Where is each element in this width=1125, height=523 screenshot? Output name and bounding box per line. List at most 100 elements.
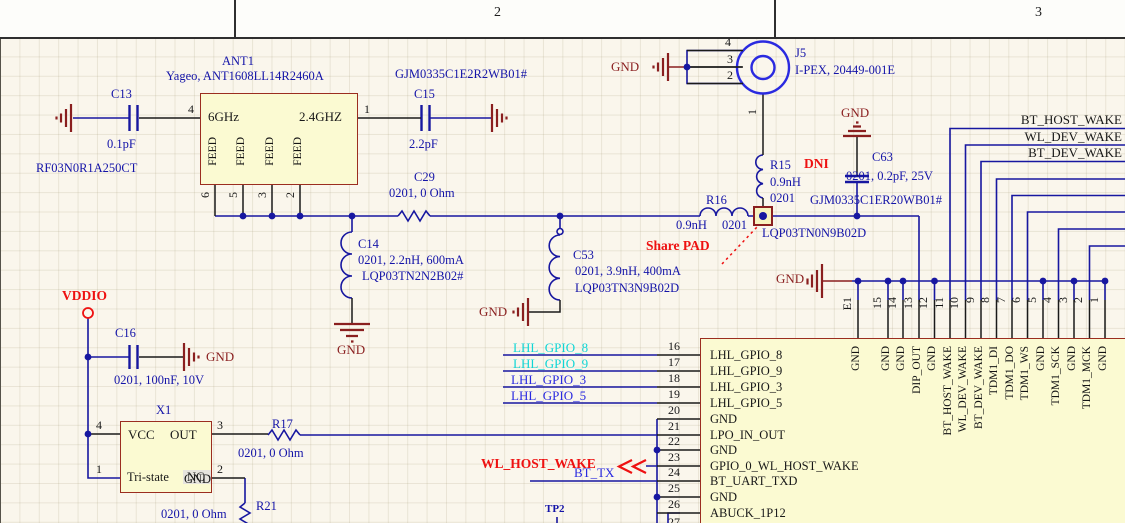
- ant1-pin-number: 2: [283, 192, 297, 198]
- module-pin-name: GPIO_0_WL_HOST_WAKE: [710, 459, 859, 473]
- net-label-lhl-gpio-9[interactable]: LHL_GPIO_9: [513, 356, 589, 371]
- wires: [73, 49, 1125, 523]
- j5-pin-number: 3: [727, 52, 733, 66]
- c16-value: 0201, 100nF, 10V: [114, 373, 204, 387]
- r21-value: 0201, 0 Ohm: [161, 507, 227, 521]
- c13-refdes: C13: [111, 87, 132, 101]
- share-pad-note: Share PAD: [646, 238, 710, 253]
- c15-capacitor[interactable]: [420, 105, 431, 131]
- c53-refdes: C53: [573, 248, 594, 262]
- x1-pin-gnd: GND: [184, 472, 212, 486]
- module-pin-name: GND: [926, 346, 938, 371]
- module-pin-name: TDM1_DO: [1004, 346, 1016, 400]
- module-pin-name: LHL_GPIO_9: [710, 364, 783, 378]
- r17-resistor[interactable]: [267, 428, 301, 442]
- module-pin-number: 25: [668, 481, 680, 495]
- module-pin-name: LHL_GPIO_5: [710, 396, 783, 410]
- module-pin-number: 16: [668, 339, 680, 353]
- r15-inductor[interactable]: [755, 154, 764, 199]
- net-label-bt-dev-wake[interactable]: BT_DEV_WAKE: [1028, 145, 1122, 160]
- r16-size: 0201: [722, 218, 747, 232]
- sheet-column-label: 3: [1035, 5, 1042, 20]
- net-label-lhl-gpio-3[interactable]: LHL_GPIO_3: [511, 372, 587, 387]
- net-label-lhl-gpio-5[interactable]: LHL_GPIO_5: [511, 388, 587, 403]
- c29-resistor[interactable]: [397, 209, 431, 223]
- r17-value: 0201, 0 Ohm: [238, 446, 304, 460]
- c14-inductor[interactable]: [340, 231, 353, 299]
- module-body[interactable]: [700, 338, 1125, 523]
- gnd-symbol-c15: [490, 104, 508, 132]
- c53-mpn: LQP03TN3N9B02D: [575, 281, 680, 295]
- net-label-lhl-gpio-8[interactable]: LHL_GPIO_8: [513, 340, 589, 355]
- vddio-port-circle[interactable]: [82, 307, 94, 319]
- module-pin-name: BT_DEV_WAKE: [973, 346, 985, 430]
- x1-pin-nc: NC: [187, 470, 205, 484]
- r21-resistor[interactable]: [238, 502, 252, 523]
- c63-mpn: GJM0335C1ER20WB01#: [810, 193, 942, 207]
- gnd-label-c53: GND: [479, 304, 508, 319]
- r15-value: 0.9nH: [770, 175, 801, 189]
- x1-pin-number: 2: [217, 462, 223, 476]
- r17-refdes: R17: [272, 417, 293, 431]
- r15-refdes: R15: [770, 158, 791, 172]
- net-label-bt-tx[interactable]: BT_TX: [574, 465, 615, 480]
- module-pin-number: 27: [668, 515, 680, 523]
- r15-dni-flag: DNI: [804, 156, 829, 171]
- module-pin-name: GND: [880, 346, 892, 371]
- sheet-column-tick: [774, 0, 776, 37]
- module-pin-number: 1: [1087, 297, 1101, 303]
- module-pin-name: GND: [710, 443, 738, 457]
- net-label-wl-host-wake[interactable]: WL_HOST_WAKE: [481, 456, 596, 471]
- module-pin-number: 11: [932, 297, 946, 309]
- c14-refdes: C14: [358, 237, 379, 251]
- tp2-label[interactable]: TP2: [545, 503, 565, 515]
- module-pin-number: 22: [668, 434, 680, 448]
- c53-inductor[interactable]: [548, 234, 561, 301]
- net-label-bt-host-wake[interactable]: BT_HOST_WAKE: [1020, 112, 1122, 127]
- gnd-symbol-bus: [806, 264, 824, 298]
- gnd-label-bus: GND: [776, 271, 805, 286]
- x1-pin-tristate: Tri-state: [127, 470, 169, 484]
- module-pin-name: BT_HOST_WAKE: [942, 346, 954, 436]
- module-pin-name: GND: [1097, 346, 1109, 371]
- ant1-feed-pin-name: FEED: [264, 137, 276, 166]
- gnd-label-j5: GND: [611, 59, 640, 74]
- j5-mpn: I-PEX, 20449-001E: [795, 63, 895, 77]
- r16-refdes: R16: [706, 193, 727, 207]
- module-pin-number: 17: [668, 355, 680, 369]
- module-pin-number: 18: [668, 371, 680, 385]
- ant1-body[interactable]: [200, 93, 358, 185]
- module-pin-number: 10: [947, 297, 961, 309]
- ant1-pin-number: 4: [188, 102, 194, 116]
- j5-connector[interactable]: [735, 40, 791, 95]
- module-pin-name: LHL_GPIO_8: [710, 348, 783, 362]
- module-pin-number: 3: [1056, 297, 1070, 303]
- module-pin-name: GND: [1066, 346, 1078, 371]
- c13-capacitor[interactable]: [128, 105, 139, 131]
- net-label-wl-dev-wake[interactable]: WL_DEV_WAKE: [1024, 129, 1122, 144]
- gnd-label-c63: GND: [841, 105, 870, 120]
- ground-symbols: [55, 53, 871, 371]
- r15-size: 0201: [770, 191, 795, 205]
- j5-pin-lines: [687, 49, 743, 85]
- module-pin-number: 15: [870, 297, 884, 309]
- module-pin-name: GND: [1035, 346, 1047, 371]
- vddio-net-label[interactable]: VDDIO: [62, 288, 108, 303]
- x1-pin-number: 4: [96, 418, 102, 432]
- ant1-port-6ghz: 6GHz: [208, 109, 240, 124]
- r16-inductor[interactable]: [699, 207, 749, 217]
- c53-value: 0201, 3.9nH, 400mA: [575, 264, 681, 278]
- module-pin-name: ABUCK_1P12: [710, 506, 786, 520]
- ant1-pin-number: 3: [255, 192, 269, 198]
- ant1-mpn: Yageo, ANT1608LL14R2460A: [166, 69, 324, 83]
- module-pin-name: DIP_OUT: [911, 346, 923, 394]
- c16-capacitor[interactable]: [128, 345, 139, 369]
- wl-host-wake-arrows: [616, 459, 647, 474]
- gnd-symbol-c53: [512, 298, 530, 326]
- module-pin-name: TDM1_DI: [988, 346, 1000, 396]
- gnd-symbol-c14: [334, 322, 370, 343]
- module-pin-number: 20: [668, 403, 680, 417]
- module-pin-number: 5: [1025, 297, 1039, 303]
- module-pin-number: 2: [1071, 297, 1085, 303]
